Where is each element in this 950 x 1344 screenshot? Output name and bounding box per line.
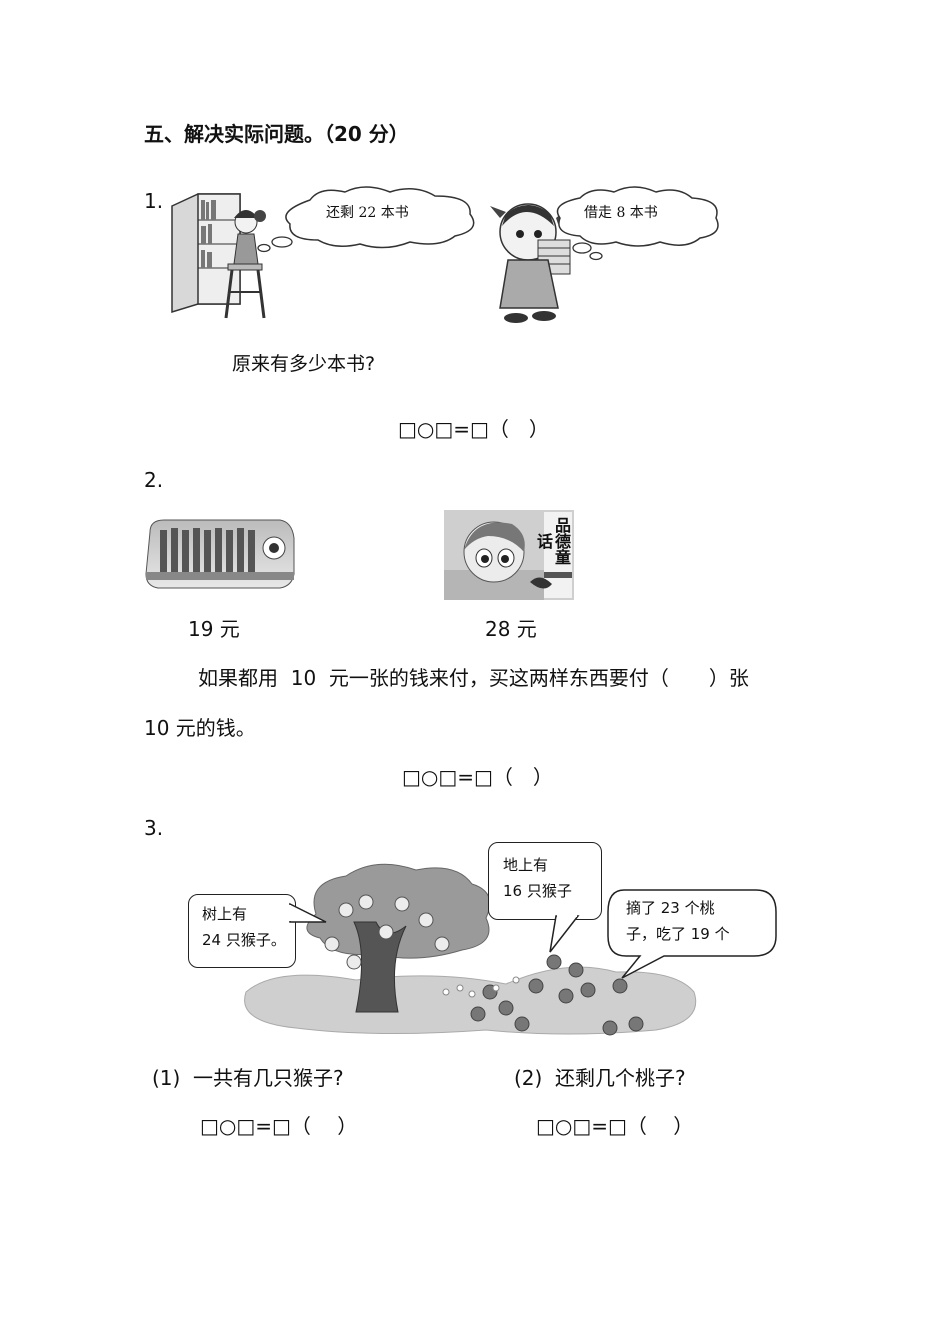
callout-peaches-line2: 子，吃了 19 个 bbox=[626, 925, 730, 943]
question-2-formula: □○□=□（ ） bbox=[402, 765, 553, 789]
callout-ground-pointer bbox=[549, 914, 580, 953]
question-3-sub2-formula: □○□=□（ ） bbox=[536, 1114, 694, 1138]
thought-bubble-left bbox=[257, 186, 475, 253]
question-1-number: 1. bbox=[144, 189, 164, 213]
price-crayons: 19 元 bbox=[188, 617, 240, 641]
callout-tree-monkeys bbox=[188, 894, 296, 968]
thought-bubble-left-text: 还剩 22 本书 bbox=[326, 205, 409, 221]
bookshelf-girl-illustration bbox=[171, 193, 266, 319]
callout-tree-line2: 24 只猴子。 bbox=[202, 931, 286, 949]
storybook-cover-image bbox=[444, 510, 574, 600]
girl-with-books-illustration bbox=[490, 203, 571, 323]
question-2-text-line2: 10 元的钱。 bbox=[144, 716, 256, 740]
storybook-title: 品德童话 bbox=[534, 517, 571, 565]
question-3-number: 3. bbox=[144, 816, 164, 840]
question-1-formula: □○□=□（ ） bbox=[398, 417, 549, 441]
question-2-text-line1: 如果都用 10 元一张的钱来付，买这两样东西要付（ ）张 bbox=[198, 666, 749, 690]
thought-bubble-right-text: 借走 8 本书 bbox=[584, 205, 658, 221]
crayon-box-image bbox=[145, 519, 295, 589]
callout-ground-monkeys bbox=[488, 842, 602, 920]
callout-peaches bbox=[607, 889, 777, 979]
price-book: 28 元 bbox=[485, 617, 537, 641]
question-3-sub1-label: (1) 一共有几只猴子? bbox=[152, 1066, 344, 1090]
question-3-sub1-formula: □○□=□（ ） bbox=[200, 1114, 358, 1138]
question-2-number: 2. bbox=[144, 468, 164, 492]
callout-tree-line1: 树上有 bbox=[202, 905, 248, 923]
section-title: 五、解决实际问题。（20 分） bbox=[144, 122, 409, 146]
question-3-sub2-label: (2) 还剩几个桃子? bbox=[514, 1066, 686, 1090]
thought-bubble-right bbox=[556, 186, 719, 261]
callout-tree-pointer bbox=[288, 902, 327, 923]
tree-monkeys-scene bbox=[244, 863, 697, 1036]
callout-peaches-line1: 摘了 23 个桃 bbox=[626, 899, 715, 917]
callout-ground-line1: 地上有 bbox=[503, 856, 549, 874]
callout-ground-line2: 16 只猴子 bbox=[503, 882, 572, 900]
question-1-text: 原来有多少本书? bbox=[232, 353, 376, 375]
